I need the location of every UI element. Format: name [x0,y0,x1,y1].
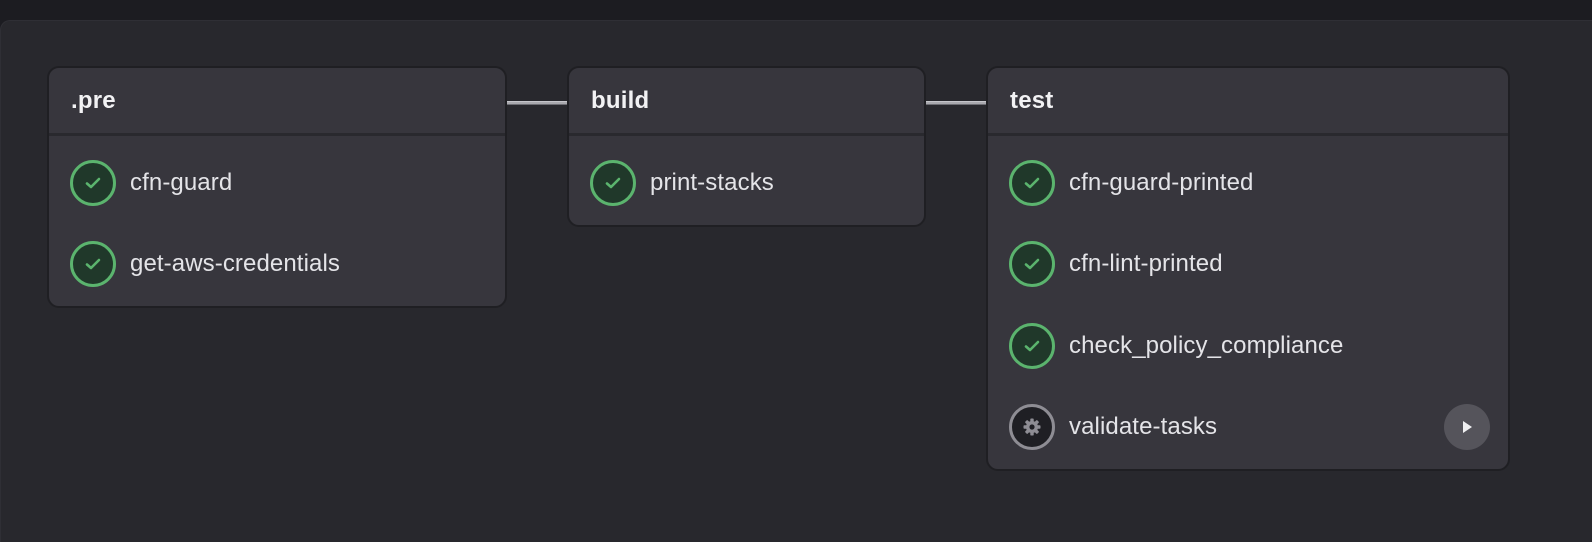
job-name[interactable]: validate-tasks [1069,413,1218,441]
check-circle-icon [1009,159,1055,206]
pipeline-graph: .pre cfn-guard get-aws-credentials build [0,20,1592,542]
stage-title: test [1010,86,1054,114]
job-validate-tasks[interactable]: validate-tasks [988,387,1508,469]
stage-header: .pre [49,68,505,136]
top-bar [0,0,1592,20]
stage-build: build print-stacks [567,66,926,227]
job-list: cfn-guard-printed cfn-lint-printed check… [988,136,1508,468]
job-cfn-guard[interactable]: cfn-guard [49,142,505,224]
stage-test: test cfn-guard-printed cfn-lint-printed … [986,66,1510,471]
job-list: print-stacks [569,136,924,224]
stage-connector [507,101,567,105]
job-cfn-guard-printed[interactable]: cfn-guard-printed [988,142,1508,224]
job-name[interactable]: cfn-lint-printed [1069,250,1223,278]
job-get-aws-credentials[interactable]: get-aws-credentials [49,224,505,306]
job-print-stacks[interactable]: print-stacks [569,142,924,224]
job-name[interactable]: get-aws-credentials [130,250,340,278]
stage-title: build [591,86,650,114]
stage-header: build [569,68,924,136]
play-icon [1463,421,1472,434]
stage-title: .pre [71,86,116,114]
job-check-policy-compliance[interactable]: check_policy_compliance [988,305,1508,387]
stage-header: test [988,68,1508,136]
check-circle-icon [70,241,116,288]
stage-pre: .pre cfn-guard get-aws-credentials [47,66,507,308]
job-list: cfn-guard get-aws-credentials [49,136,505,305]
check-circle-icon [70,159,116,206]
check-circle-icon [1009,322,1055,369]
job-cfn-lint-printed[interactable]: cfn-lint-printed [988,224,1508,306]
job-name[interactable]: print-stacks [650,168,774,196]
gear-icon [1009,404,1055,451]
job-name[interactable]: cfn-guard-printed [1069,168,1254,196]
check-circle-icon [590,159,636,206]
job-name[interactable]: check_policy_compliance [1069,331,1344,359]
check-circle-icon [1009,241,1055,288]
run-manual-job-button[interactable] [1444,404,1490,451]
stage-connector [926,101,986,105]
job-name[interactable]: cfn-guard [130,168,233,196]
